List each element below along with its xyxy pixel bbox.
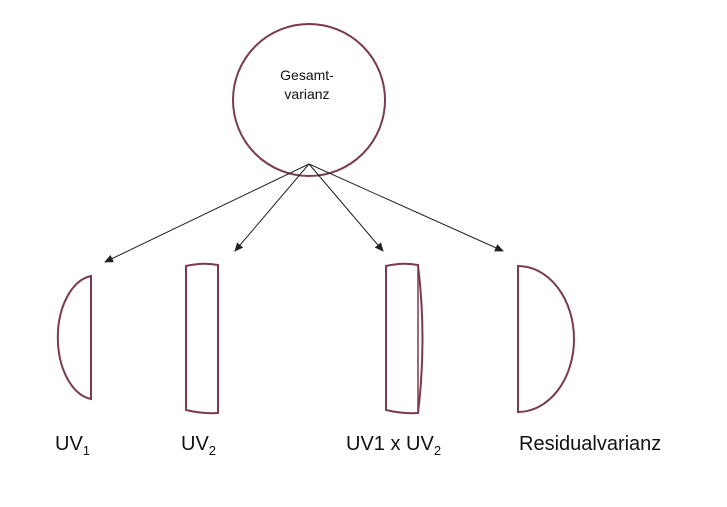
residual-label-text: Residualvarianz [519, 433, 662, 455]
total-variance-label-line2: varianz [284, 86, 330, 102]
interaction-label-subscript: 2 [433, 443, 442, 458]
uv2-label: UV2 [181, 433, 217, 458]
uv2-label-subscript: 2 [208, 443, 217, 458]
interaction-variance-shape [385, 262, 424, 415]
residual-variance-shape [517, 264, 575, 414]
arrow-to-interaction [308, 163, 384, 252]
total-variance-circle [232, 23, 386, 177]
interaction-label-text: UV1 x UV [346, 433, 434, 455]
uv1-label-text: UV [55, 433, 83, 455]
uv2-label-text: UV [181, 433, 209, 455]
uv2-variance-shape [185, 262, 219, 415]
total-variance-label: Gesamt- varianz [257, 66, 357, 104]
uv1-label-subscript: 1 [82, 443, 91, 458]
arrow-to-uv2 [234, 163, 310, 252]
interaction-label: UV1 x UV2 [346, 433, 442, 458]
uv1-variance-shape [56, 274, 92, 401]
residual-label: Residualvarianz [519, 433, 661, 456]
uv1-label: UV1 [55, 433, 91, 458]
arrow-to-residual [308, 163, 504, 252]
total-variance-label-line1: Gesamt- [280, 67, 334, 83]
arrow-to-uv1 [104, 163, 310, 263]
